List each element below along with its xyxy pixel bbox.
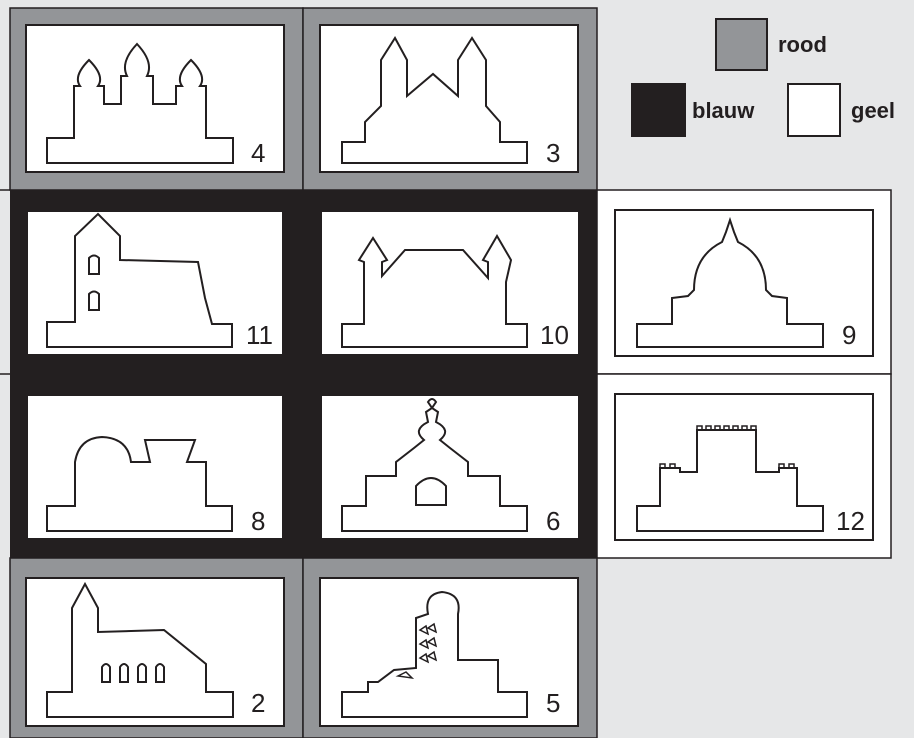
- card-number: 10: [540, 320, 569, 351]
- card-number: 6: [546, 506, 560, 537]
- legend-label-blauw: blauw: [692, 98, 754, 124]
- legend-label-geel: geel: [851, 98, 895, 124]
- legend-label-rood: rood: [778, 32, 827, 58]
- card-number: 9: [842, 320, 856, 351]
- card-number: 12: [836, 506, 865, 537]
- card-6[interactable]: [322, 396, 578, 538]
- card-number: 2: [251, 688, 265, 719]
- legend-swatch-blauw: [632, 84, 685, 136]
- card-number: 4: [251, 138, 265, 169]
- card-number: 5: [546, 688, 560, 719]
- card-8[interactable]: [28, 396, 282, 538]
- legend-swatch-rood: [716, 19, 767, 70]
- card-number: 3: [546, 138, 560, 169]
- card-number: 11: [246, 320, 273, 351]
- card-number: 8: [251, 506, 265, 537]
- legend-swatch-geel: [788, 84, 840, 136]
- card-11[interactable]: [28, 212, 282, 354]
